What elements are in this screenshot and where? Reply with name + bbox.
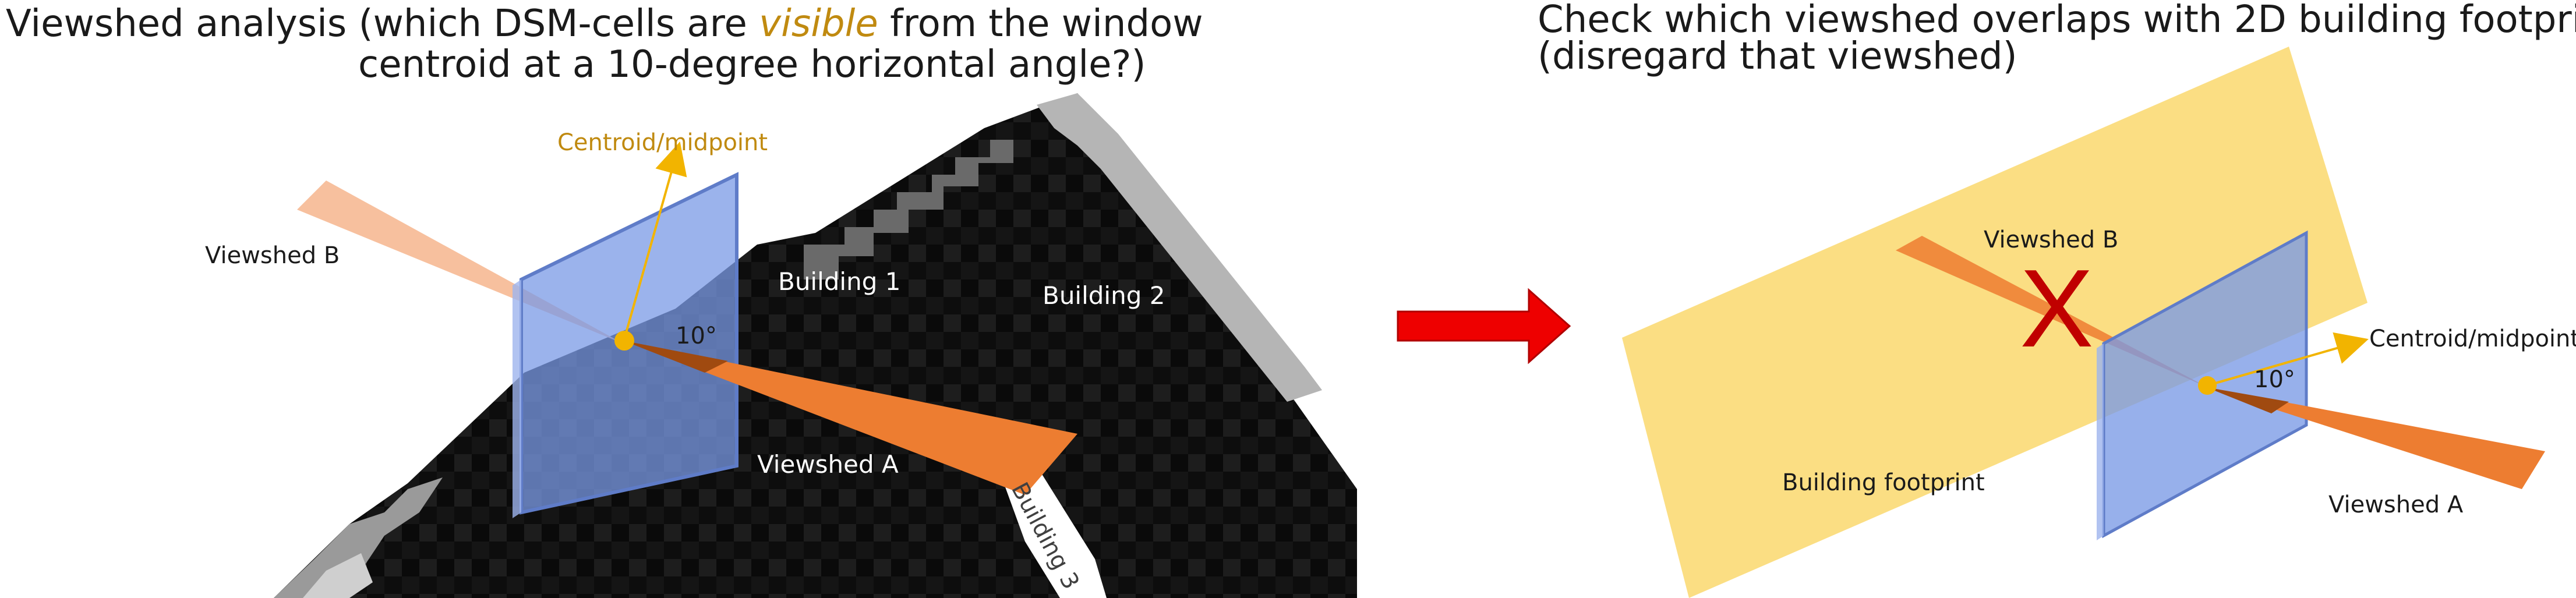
right-title-line-1: Check which viewshed overlaps with 2D bu… xyxy=(1538,0,2576,41)
centroid-pointer-right xyxy=(2207,332,2369,387)
centroid-dot-right xyxy=(2198,376,2217,395)
left-title-line-1: Viewshed analysis (which DSM-cells are v… xyxy=(6,2,1203,45)
centroid-label-left: Centroid/midpoint xyxy=(557,129,768,156)
building-1-label: Building 1 xyxy=(778,267,900,296)
angle-label-right: 10° xyxy=(2254,366,2295,393)
building-2-label: Building 2 xyxy=(1043,281,1165,310)
dsm-gray-cells-lower xyxy=(274,477,443,598)
right-panel: Check which viewshed overlaps with 2D bu… xyxy=(1538,0,2576,598)
cross-mark: X xyxy=(2020,247,2094,370)
viewshed-a-left-shadow xyxy=(623,341,728,373)
building-3-cells xyxy=(1002,466,1107,598)
footprint-label: Building footprint xyxy=(1782,469,1985,496)
centroid-label-right: Centroid/midpoint xyxy=(2369,325,2576,352)
viewshed-b-label-right: Viewshed B xyxy=(1984,227,2118,253)
dsm-light-cells-lower xyxy=(303,553,373,598)
viewshed-a-left xyxy=(623,341,1077,495)
building-1-edge xyxy=(804,140,1013,279)
viewshed-a-label-right: Viewshed A xyxy=(2328,491,2464,518)
right-title-line-2: (disregard that viewshed) xyxy=(1538,35,2017,78)
centroid-pointer-left xyxy=(623,141,687,339)
centroid-dot-left xyxy=(614,331,634,351)
angle-label-left: 10° xyxy=(676,323,717,349)
viewshed-a-label-left: Viewshed A xyxy=(757,450,899,479)
building-footprint xyxy=(1622,47,2367,598)
viewshed-a-right xyxy=(2206,387,2545,489)
dsm-black-area xyxy=(274,93,1357,598)
left-title-line-2: centroid at a 10-degree horizontal angle… xyxy=(358,43,1146,86)
viewshed-b-label-left: Viewshed B xyxy=(205,242,340,269)
viewshed-a-right-shadow xyxy=(2206,387,2289,413)
transition-arrow xyxy=(1397,288,1571,365)
dsm-raster xyxy=(274,93,1357,598)
left-panel: Viewshed analysis (which DSM-cells are v… xyxy=(6,2,1357,598)
building-2-cells xyxy=(1037,93,1322,402)
